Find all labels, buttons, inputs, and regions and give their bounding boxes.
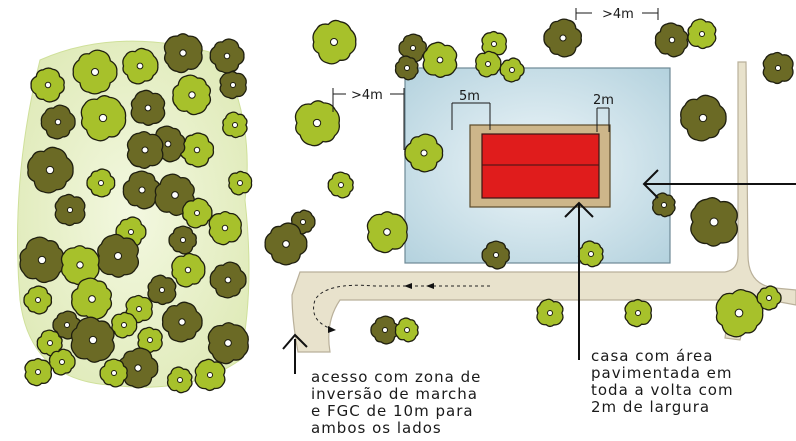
house	[481, 133, 600, 199]
tree-dark	[398, 33, 427, 63]
tree-dark	[654, 22, 689, 58]
access-note: acesso com zona de inversão de marcha e …	[311, 368, 482, 437]
arrow-access-note	[282, 333, 308, 374]
tree-dark	[680, 94, 727, 142]
tree-dark	[762, 51, 794, 85]
tree-light	[536, 298, 564, 328]
tree-dark	[652, 192, 676, 218]
tree-dark	[147, 274, 177, 306]
tree-light	[166, 366, 193, 394]
tree-light	[366, 211, 408, 254]
tree-dark	[264, 222, 308, 266]
tree-light	[86, 168, 116, 198]
tree-dark	[163, 33, 203, 74]
tree-light	[80, 95, 127, 142]
tree-dark	[209, 261, 247, 299]
turning-arrow-3	[328, 326, 336, 333]
tree-light	[72, 49, 118, 95]
tree-light	[499, 57, 525, 83]
tree-dark	[168, 225, 197, 255]
tree-dark	[209, 38, 245, 74]
tree-dark	[130, 89, 166, 126]
tree-light	[137, 326, 163, 354]
trees-layer	[19, 18, 794, 394]
turning-arrow-1	[404, 283, 412, 289]
tree-light	[228, 170, 253, 196]
tree-dark	[394, 55, 419, 81]
tree-light	[208, 210, 242, 246]
tree-light	[404, 133, 444, 173]
tree-light	[194, 358, 226, 392]
dimension-paving-width	[596, 107, 610, 132]
setback-top-label: >4m	[602, 7, 634, 22]
tree-light	[222, 111, 248, 139]
tree-dark	[19, 236, 64, 284]
setback-left-label: >4m	[351, 88, 383, 103]
tree-dark	[70, 316, 115, 363]
tree-light	[294, 100, 341, 147]
tree-dark	[126, 130, 164, 169]
tree-dark	[219, 70, 247, 100]
tree-dark	[481, 240, 510, 270]
dimension-setback-left	[332, 88, 405, 150]
tree-light	[182, 197, 213, 229]
tree-dark	[54, 193, 86, 227]
dimension-house-width	[451, 102, 491, 130]
tree-light	[715, 288, 764, 338]
arrow-house-note	[564, 201, 594, 360]
tree-light	[48, 348, 76, 376]
tree-light	[71, 277, 113, 321]
tree-dark	[27, 146, 74, 194]
dimension-setback-top	[575, 8, 659, 20]
tree-light	[171, 252, 206, 288]
tree-dark	[161, 301, 203, 343]
tree-light	[312, 19, 357, 65]
tree-light	[475, 50, 502, 78]
tree-light	[327, 171, 354, 199]
tree-light	[687, 18, 717, 50]
house-note: casa com área pavimentada em toda a volt…	[591, 347, 734, 416]
tree-dark	[40, 104, 76, 140]
tree-dark	[122, 170, 161, 210]
tree-dark	[207, 322, 249, 365]
tree-light	[99, 358, 128, 388]
tree-light	[24, 357, 53, 387]
turning-arrow-2	[426, 283, 434, 289]
tree-dark	[690, 197, 738, 247]
turning-loop	[313, 284, 490, 331]
paving-width-label: 2m	[593, 93, 614, 108]
tree-dark	[370, 315, 400, 345]
tree-light	[422, 41, 458, 78]
tree-light	[577, 240, 604, 268]
house-width-label: 5m	[459, 89, 480, 104]
tree-light	[394, 317, 419, 343]
arrow-side-access	[642, 169, 796, 199]
tree-light	[122, 47, 159, 85]
tree-light	[481, 30, 507, 58]
tree-dark	[543, 18, 582, 58]
tree-light	[111, 311, 138, 339]
tree-light	[756, 285, 782, 311]
tree-dark	[96, 233, 140, 278]
tree-light	[624, 298, 652, 328]
tree-light	[23, 285, 53, 315]
tree-light	[172, 74, 212, 116]
tree-light	[30, 67, 65, 103]
